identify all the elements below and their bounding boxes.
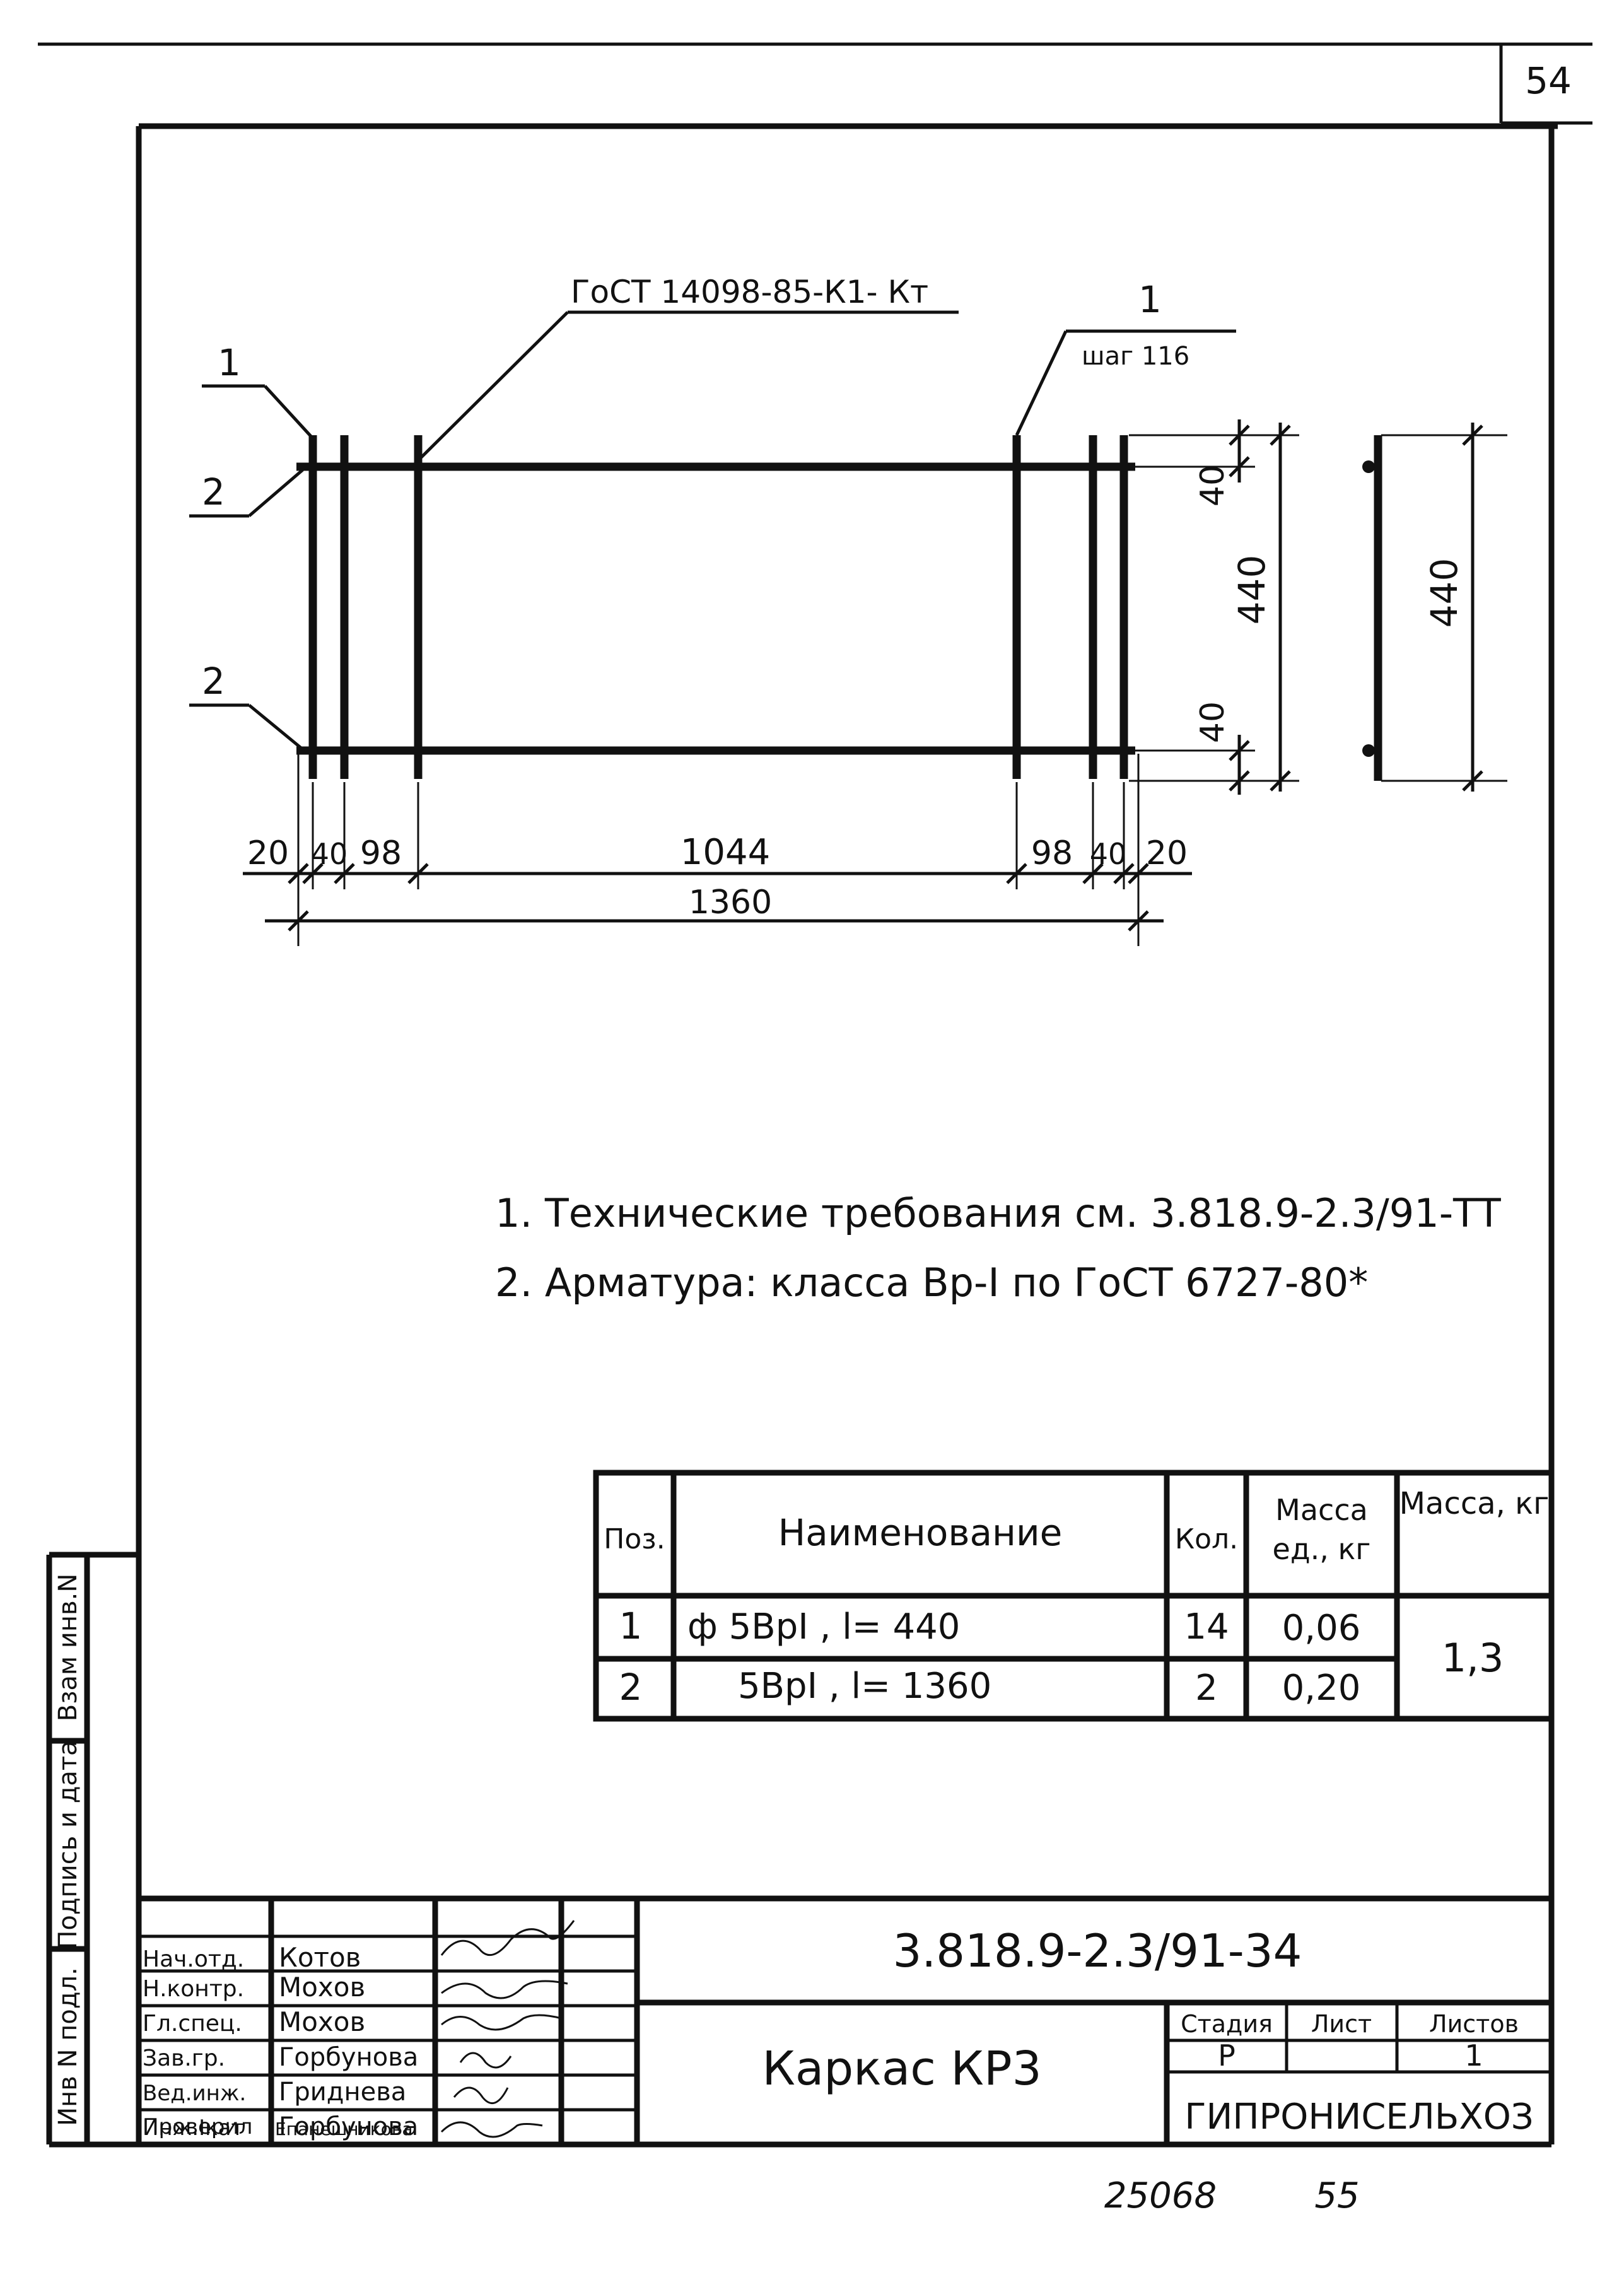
staff-name-4: Горбунова (279, 2043, 418, 2072)
row-2-qty: 2 (1195, 1668, 1218, 1709)
row-2-name: 5ВрI , l= 1360 (738, 1666, 991, 1707)
note-2: 2. Арматура: класса Вр-I по ГоСТ 6727-80… (495, 1260, 1368, 1306)
side-view-height: 440 (1423, 558, 1466, 628)
header-mass: Масса, кг (1399, 1486, 1550, 1521)
staff-name-1: Котов (279, 1942, 361, 1973)
horizontal-dimensions: 20 40 98 1044 98 40 20 1360 (243, 754, 1192, 946)
staff-role-2: Н.контр. (143, 1976, 244, 2002)
staff-role-3: Гл.спец. (143, 2011, 242, 2037)
stamp-replaced-inv: Взам инв.N (54, 1574, 83, 1721)
sheet-label: Лист (1311, 2010, 1372, 2038)
stamp-signature-date: Подпись и дата (54, 1740, 83, 1949)
title-block: Нач.отд. Котов Н.контр. Мохов Гл.спец. М… (139, 1895, 1551, 2144)
staff-name-7: Горбунова (279, 2112, 419, 2141)
row-2-pos: 2 (619, 1666, 643, 1709)
cage-side-view: 440 (1362, 423, 1507, 792)
staff-row-7-overlay: Проверил (143, 2110, 269, 2143)
document-code: 3.818.9-2.3/91-34 (893, 1924, 1302, 1977)
stage-label: Стадия (1181, 2010, 1273, 2038)
staff-row-7-name-overlay: Горбунова (279, 2110, 430, 2143)
dimension-20-right: 20 (1146, 834, 1188, 872)
dimension-total: 1360 (689, 884, 772, 921)
row-1-pos: 1 (619, 1605, 643, 1647)
row-1-name: ф 5ВрI , l= 440 (687, 1606, 960, 1647)
staff-role-4: Зав.гр. (143, 2045, 225, 2071)
dimension-40-right: 40 (1090, 837, 1127, 871)
staff-name-2: Мохов (279, 1972, 365, 2003)
position-2-label-top: 2 (202, 471, 225, 513)
sheet-header: 54 (38, 42, 1592, 125)
header-pos: Поз. (604, 1523, 665, 1555)
sheets-label: Листов (1429, 2010, 1519, 2038)
stamp-inv-number: Инв N подл. (54, 1967, 83, 2126)
drawing-frame (136, 123, 1558, 2148)
staff-role-1: Нач.отд. (143, 1946, 244, 1972)
note-1: 1. Технические требования см. 3.818.9-2.… (495, 1190, 1502, 1236)
dimension-cover-top: 40 (1194, 465, 1232, 506)
specification-table: Поз. Наименование Кол. Масса ед., кг Мас… (593, 1470, 1555, 1722)
dimension-40-left: 40 (311, 837, 348, 871)
footer-number-left: 25068 (1104, 2175, 1217, 2216)
staff-role-7-label: Проверил (143, 2114, 253, 2139)
notes: 1. Технические требования см. 3.818.9-2.… (495, 1190, 1502, 1306)
dimension-98-left: 98 (360, 834, 402, 872)
sheets-value: 1 (1464, 2038, 1483, 2073)
cage-elevation: ГоСТ 14098-85-К1- Кт 1 1 шаг 116 2 2 (189, 274, 1236, 779)
dimension-20-left: 20 (247, 834, 289, 872)
dimension-cover-bottom: 40 (1194, 701, 1232, 743)
header-qty: Кол. (1175, 1523, 1238, 1555)
row-1-qty: 14 (1184, 1606, 1229, 1647)
header-unit-mass: Масса ед., кг (1272, 1493, 1371, 1566)
position-1-label: 1 (218, 341, 241, 384)
footer-numbers: 25068 55 (1104, 2175, 1360, 2216)
signature-marks (440, 1920, 575, 2138)
organization: ГИПРОНИСЕЛЬХОЗ (1184, 2097, 1533, 2138)
pitch-label: шаг 116 (1082, 342, 1189, 371)
row-1-unit-mass: 0,06 (1282, 1608, 1361, 1649)
footer-number-right: 55 (1314, 2175, 1359, 2216)
staff-name-3: Мохов (279, 2006, 365, 2037)
staff-name-5: Гриднева (279, 2078, 406, 2107)
header-name: Наименование (778, 1511, 1063, 1554)
row-2-unit-mass: 0,20 (1282, 1668, 1361, 1709)
side-stamp: Инв N подл. Подпись и дата Взам инв.N (46, 1552, 139, 2148)
stage-value: Р (1218, 2038, 1236, 2073)
drawing-title: Каркас КР3 (762, 2042, 1041, 2096)
staff-role-6: Инж.Iкат (143, 2115, 243, 2141)
position-2-label-bottom: 2 (202, 660, 225, 703)
dimension-98-right: 98 (1031, 834, 1073, 872)
staff-role-5: Вед.инж. (143, 2081, 246, 2106)
page-number: 54 (1525, 59, 1572, 102)
dimension-height: 440 (1230, 555, 1273, 625)
staff-name-6: Епанешникова (275, 2119, 413, 2139)
position-1-label-right: 1 (1138, 278, 1162, 321)
vertical-dimensions: 40 40 440 (1129, 419, 1299, 795)
weld-callout: ГоСТ 14098-85-К1- Кт (571, 274, 928, 310)
total-mass: 1,3 (1442, 1635, 1504, 1681)
dimension-1044: 1044 (681, 832, 771, 873)
